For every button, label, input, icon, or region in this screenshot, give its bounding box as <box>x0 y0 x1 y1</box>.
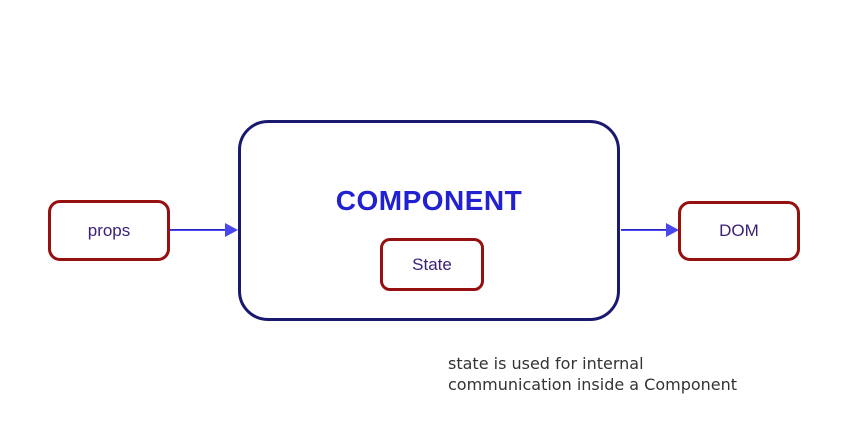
state-label: State <box>412 254 452 274</box>
arrow-head-icon <box>666 223 679 237</box>
caption-line-1: state is used for internal <box>448 354 644 373</box>
component-title: COMPONENT <box>335 185 523 216</box>
arrow-props-to-component-icon <box>170 222 238 238</box>
dom-box: DOM <box>678 201 800 261</box>
state-box: State <box>380 238 484 291</box>
arrow-head-icon <box>225 223 238 237</box>
arrow-line <box>170 229 227 231</box>
props-box: props <box>48 200 170 261</box>
arrow-component-to-dom-icon <box>621 222 679 238</box>
props-label: props <box>87 220 131 240</box>
arrow-line <box>621 229 668 231</box>
component-box: COMPONENT State <box>238 120 620 321</box>
caption: state is used for internal communication… <box>448 353 737 395</box>
dom-label: DOM <box>719 221 759 240</box>
caption-line-2: communication inside a Component <box>448 375 738 394</box>
